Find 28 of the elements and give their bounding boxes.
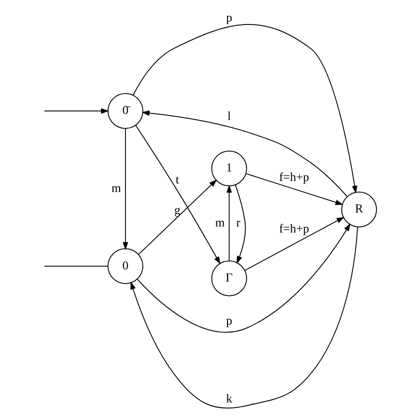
arrow xyxy=(132,24,358,194)
node-circle: R xyxy=(341,192,377,228)
edge-label: f=h+p xyxy=(279,221,310,236)
edge-label: p xyxy=(226,10,232,24)
arrow xyxy=(235,184,246,264)
arrow xyxy=(138,179,217,255)
edge-label: m xyxy=(112,180,122,195)
edge-label: r xyxy=(236,216,240,230)
node-circle: 0 xyxy=(108,248,144,284)
arrow xyxy=(142,110,348,197)
arrow xyxy=(246,173,344,205)
edge-label: k xyxy=(226,391,232,406)
arrow xyxy=(44,108,109,114)
connector xyxy=(44,266,108,267)
arrow xyxy=(226,184,232,262)
edge-label: p xyxy=(226,314,232,328)
arrow xyxy=(136,223,351,333)
node-circle: 1 xyxy=(211,150,248,186)
arrow xyxy=(244,216,344,271)
arrow xyxy=(135,124,220,264)
edge-label: f=h+p xyxy=(279,170,310,184)
edge-label: l xyxy=(227,108,231,123)
edge-label: m xyxy=(215,216,225,230)
node-circle: Γ xyxy=(211,260,248,296)
node-circle: 0̄ xyxy=(108,93,144,129)
arrow xyxy=(122,128,128,250)
edge-label: t xyxy=(176,172,180,187)
arrow xyxy=(130,226,358,408)
